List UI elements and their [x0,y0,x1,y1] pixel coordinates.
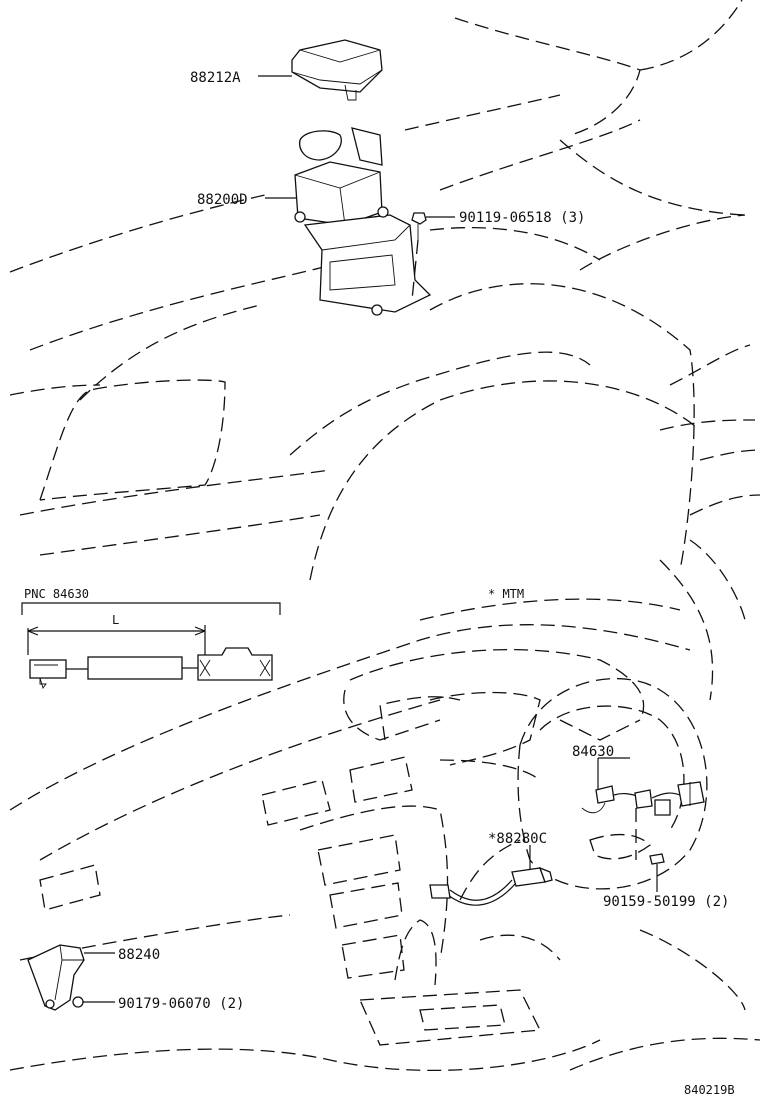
label-88240: 88240 [118,947,160,963]
figure-number: 840219B [684,1083,735,1097]
relay-cover-part [258,39,383,101]
control-module-part [265,127,432,316]
label-84630: 84630 [572,744,614,760]
steering-wheel [459,678,708,961]
label-88200d: 88200D [197,192,248,208]
bolt-90119-part [411,212,455,301]
label-88212a: 88212A [190,70,241,86]
switch-88280c-part [429,845,553,906]
label-90119: 90119-06518 (3) [459,210,585,226]
label-88280c: *88280C [488,831,547,847]
spiral-cable-part [581,757,705,860]
vehicle-outline [9,0,760,581]
label-pnc: PNC 84630 [24,587,89,601]
label-mtm: * MTM [488,587,524,601]
bolt-90159-part [649,853,665,892]
label-dim-l: L [112,613,119,627]
pnc-inset [21,602,281,689]
label-90159: 90159-50199 (2) [603,894,729,910]
label-90179: 90179-06070 (2) [118,996,244,1012]
bracket-88240-part [27,944,115,1011]
dashboard-outline [9,539,760,1072]
